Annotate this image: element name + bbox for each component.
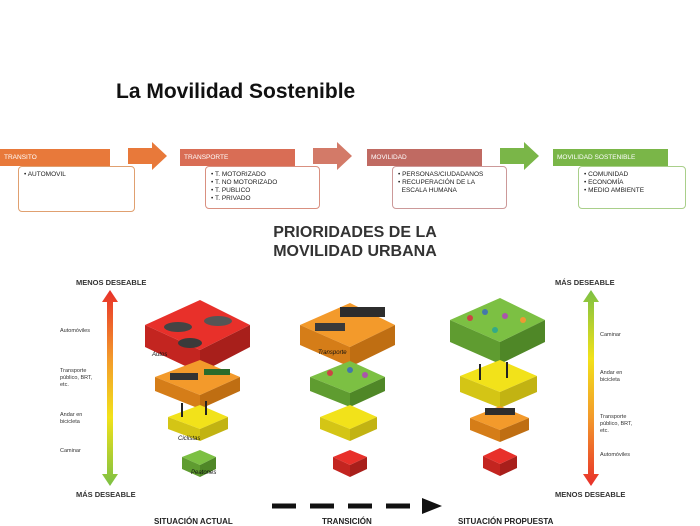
left-bottom-label: MÁS DESEABLE [76, 490, 136, 499]
stage-header-movilidad-sostenible: MOVILIDAD SOSTENIBLE [553, 149, 668, 166]
stage-item: • AUTOMOVIL [24, 171, 66, 178]
left-level-label: Transporte público, BRT, etc. [60, 368, 93, 388]
stage-box-movilidad-sostenible: • COMUNIDAD • ECONOMÍA • MEDIO AMBIENTE [578, 166, 686, 209]
block-label-transporte: Transporte [318, 350, 347, 356]
pyramid-transition [295, 295, 405, 495]
left-level-label: Andar en bicicleta [60, 412, 83, 425]
stage-item: • COMUNIDAD [584, 171, 629, 178]
page-title: La Movilidad Sostenible [116, 80, 356, 103]
left-level-label: Caminar [60, 448, 81, 454]
stage-item: • ECONOMÍA [584, 179, 624, 186]
right-level-label: Caminar [600, 332, 621, 338]
arrow-right-icon [128, 142, 168, 170]
situation-label-current: SITUACIÓN ACTUAL [154, 517, 233, 526]
right-bottom-label: MENOS DESEABLE [555, 490, 626, 499]
stage-item: • MEDIO AMBIENTE [584, 187, 645, 194]
stage-header-transporte: TRANSPORTE [180, 149, 295, 166]
priorities-title-line: MOVILIDAD URBANA [273, 243, 437, 260]
stage-header-movilidad: MOVILIDAD [367, 149, 482, 166]
right-level-label: Transporte público, BRT, etc. [600, 414, 633, 434]
stage-item: ESCALA HUMANA [398, 187, 457, 194]
left-level-label: Automóviles [60, 328, 90, 334]
stage-header-transito: TRANSITO [0, 149, 110, 166]
pyramid-current [140, 295, 260, 495]
right-level-label: Andar en bicicleta [600, 370, 623, 383]
stage-item: • PERSONAS/CIUDADANOS [398, 171, 484, 178]
stage-item: • T. MOTORIZADO [211, 171, 266, 178]
stage-item: • T. PRIVADO [211, 195, 251, 202]
left-top-label: MENOS DESEABLE [76, 278, 147, 287]
right-level-label: Automóviles [600, 452, 630, 458]
stage-item: • T. NO MOTORIZADO [211, 179, 278, 186]
left-scale-arrow-icon [102, 290, 118, 491]
stage-box-transporte: • T. MOTORIZADO • T. NO MOTORIZADO • T. … [205, 166, 320, 209]
dashed-arrow-icon [272, 497, 444, 520]
arrow-right-icon [500, 142, 540, 170]
block-label-auto: Autos [152, 352, 168, 358]
stage-item: • T. PUBLICO [211, 187, 251, 194]
situation-label-transition: TRANSICIÓN [322, 517, 372, 526]
block-label-ciclistas: Ciclistas [178, 436, 201, 442]
priorities-title: PRIORIDADES DE LA MOVILIDAD URBANA [200, 223, 510, 261]
situation-label-proposed: SITUACIÓN PROPUESTA [458, 517, 554, 526]
stage-box-movilidad: • PERSONAS/CIUDADANOS • RECUPERACIÓN DE … [392, 166, 507, 209]
pyramid-proposed [445, 290, 555, 495]
stage-box-transito: • AUTOMOVIL [18, 166, 135, 212]
arrow-right-icon [313, 142, 353, 170]
right-scale-arrow-icon [583, 290, 599, 491]
right-top-label: MÁS DESEABLE [555, 278, 615, 287]
block-label-peatones: Peatones [191, 470, 217, 476]
priorities-title-line: PRIORIDADES DE LA [273, 224, 437, 241]
stage-item: • RECUPERACIÓN DE LA [398, 179, 476, 186]
